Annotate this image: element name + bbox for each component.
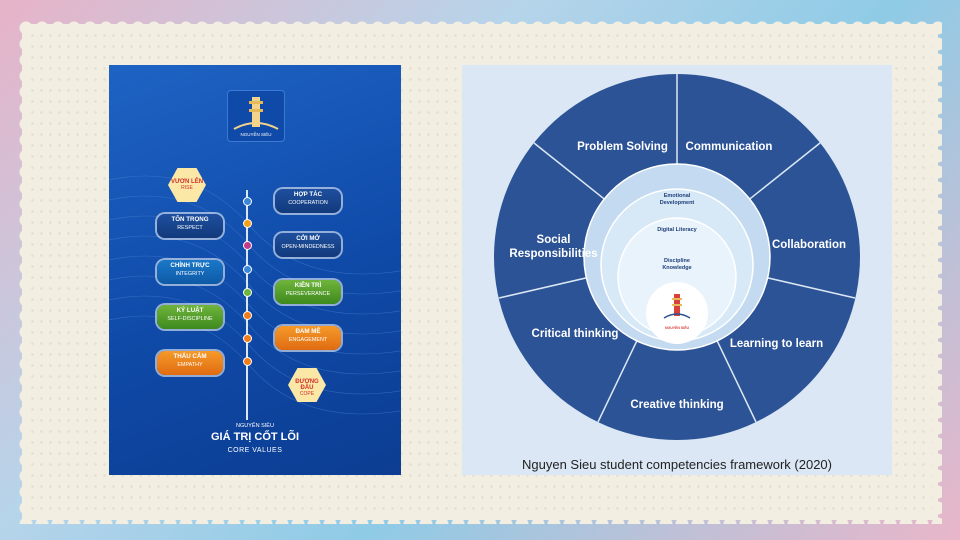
spine-dot <box>243 357 252 366</box>
poster-subtitle: CORE VALUES <box>227 447 283 454</box>
segment-communication: Communication <box>685 141 773 153</box>
spine-dot <box>243 265 252 274</box>
value-rise-sub: RISE <box>181 185 193 191</box>
framework-caption: Nguyen Sieu student competencies framewo… <box>522 457 832 472</box>
segment-critical-thinking: Critical thinking <box>531 328 619 340</box>
spine-dot <box>243 219 252 228</box>
ring-discipline-label: Discipline Knowledge <box>662 258 692 271</box>
value-cope-hex: ĐƯƠNG ĐẦU COPE <box>288 368 326 402</box>
spine-dot <box>243 241 252 250</box>
logo-text: NGUYỄN SIÊU <box>240 132 272 137</box>
segment-learning-to-learn: Learning to learn <box>729 338 824 350</box>
values-spine <box>246 190 248 420</box>
ring-digital-label: Digital Literacy <box>657 227 697 233</box>
value-rise-title: VƯƠN LÊN <box>170 179 204 185</box>
framework-panel: Problem Solving Communication Collaborat… <box>462 65 892 475</box>
spine-dot <box>243 197 252 206</box>
segment-social-responsibilities: Social Responsibilities <box>509 234 598 260</box>
spine-dot <box>243 311 252 320</box>
ring-emotional-label: Emotional Development <box>659 193 695 206</box>
center-logo-text: NGUYỄN SIÊU <box>664 326 690 330</box>
tower-icon <box>233 97 279 130</box>
school-logo: NGUYỄN SIÊU <box>227 90 285 142</box>
segment-collaboration: Collaboration <box>771 239 847 251</box>
poster-school: NGUYỄN SIÊU <box>236 423 274 429</box>
segment-creative-thinking: Creative thinking <box>630 399 724 411</box>
spine-dot <box>243 334 252 343</box>
center-logo: NGUYỄN SIÊU <box>661 291 693 330</box>
segment-problem-solving: Problem Solving <box>577 141 668 153</box>
spine-dot <box>243 288 252 297</box>
poster-title: GIÁ TRỊ CỐT LÕI <box>211 431 299 443</box>
tower-icon <box>663 294 691 319</box>
value-cope-sub: COPE <box>299 391 315 397</box>
value-cope-title: ĐƯƠNG ĐẦU <box>295 379 319 391</box>
